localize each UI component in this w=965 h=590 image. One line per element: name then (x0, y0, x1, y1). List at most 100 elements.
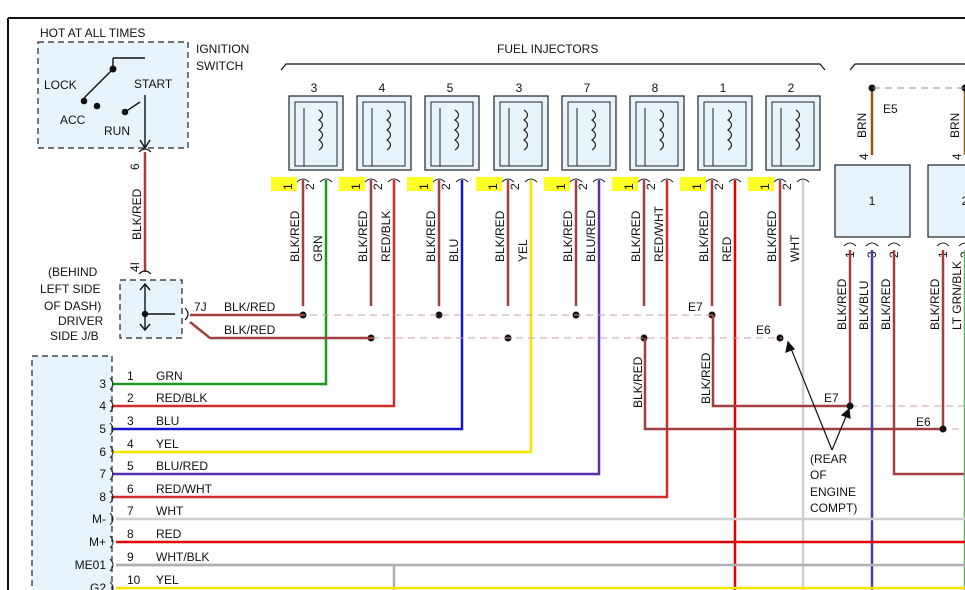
pin-highlight (748, 177, 774, 191)
component-box (834, 164, 911, 238)
pin-2-label: 2 (644, 183, 658, 190)
wire-e7-label: BLK/RED (699, 352, 713, 404)
ecm-terminal: 5 (99, 422, 106, 436)
ignition-switch-contacts (80, 57, 151, 150)
ecm-pin: 10 (127, 573, 141, 587)
ecm-pin-arc (109, 512, 114, 526)
ecm-terminal: M+ (89, 535, 106, 549)
right-components: BRN411BLK/RED3BLK/BLU2BLK/REDBRN421BLK/R… (834, 84, 965, 590)
injector-body (629, 95, 685, 171)
pin-arc (958, 242, 965, 247)
injector-number: 4 (379, 81, 386, 95)
wire-label-2: BLU/RED (584, 210, 598, 262)
pin-wire-label: BLK/RED (928, 278, 942, 330)
ecm-wire-label: RED/WHT (156, 482, 213, 496)
acc-label: ACC (60, 113, 86, 127)
wire-label-2: RED/BLK (379, 211, 393, 262)
injector-inner (703, 101, 747, 167)
e7-label-right: E7 (824, 391, 839, 405)
ecm-terminal: 3 (99, 377, 106, 391)
behind-label-5: SIDE J/B (50, 329, 99, 343)
component-number: 1 (869, 194, 876, 208)
injector-number: 7 (584, 81, 591, 95)
pin-2-label: 2 (371, 183, 385, 190)
pin-2-label: 2 (576, 183, 590, 190)
driver-jb-box (119, 279, 183, 339)
pin-arc (843, 242, 857, 247)
rear-label-2: OF (810, 468, 827, 482)
top-wire-label: BRN (855, 113, 869, 138)
ecm-pin: 4 (127, 437, 134, 451)
injector-inner (567, 101, 611, 167)
ecm-wire-label: BLU/RED (156, 459, 208, 473)
behind-label-2: LEFT SIDE (40, 282, 100, 296)
pin-highlight (680, 177, 706, 191)
behind-label-1: (BEHIND (48, 265, 98, 279)
ecm-pin: 1 (127, 369, 134, 383)
bus-e6-label: BLK/RED (224, 323, 276, 337)
pin-wire-label: BLK/RED (879, 278, 893, 330)
wire-signal (112, 180, 669, 499)
wire-label-1: BLK/RED (629, 210, 643, 262)
injector-number: 8 (652, 81, 659, 95)
hot-label: HOT AT ALL TIMES (40, 26, 145, 40)
ecm-terminal: M- (92, 512, 106, 526)
ecm-terminal: 4 (99, 399, 106, 413)
pin-arcs (296, 178, 333, 183)
pin-highlight (271, 177, 297, 191)
top-pin-label: 4 (950, 153, 964, 160)
pin-2-label: 2 (780, 183, 794, 190)
injector-inner (635, 101, 679, 167)
wire-signal (112, 180, 328, 386)
coil-symbol (317, 109, 324, 151)
ecm-wire-label: RED (156, 527, 182, 541)
run-label: RUN (104, 124, 130, 138)
wire-label-1: BLK/RED (288, 210, 302, 262)
start-label: START (134, 77, 173, 91)
splice-dot (435, 311, 443, 319)
injector-number: 3 (516, 81, 523, 95)
wire-label-2: YEL (516, 239, 530, 262)
ecm-wire-label: YEL (156, 437, 179, 451)
ecm-pin: 2 (127, 391, 134, 405)
rear-label-1: (REAR (810, 452, 848, 466)
pin-arcs (432, 178, 469, 183)
bus-e7-label: BLK/RED (224, 300, 276, 314)
top-pin-label: 4 (857, 153, 871, 160)
pin-arcs (364, 178, 401, 183)
pin-wire (892, 250, 965, 476)
pin-arcs (501, 178, 538, 183)
injector-body (765, 95, 821, 171)
splice-dot (868, 84, 876, 92)
e6-label-right: E6 (916, 415, 931, 429)
pin-arcs (637, 178, 674, 183)
component-box (927, 164, 965, 238)
pin-arcs (569, 178, 606, 183)
ecm-terminal: 8 (99, 490, 106, 504)
wire-label-2: RED (720, 236, 734, 262)
pin-wire-label: BLK/RED (835, 278, 849, 330)
pin-wire-label: LT GRN/BLK (950, 261, 964, 330)
injector-bracket (280, 63, 826, 71)
component-number: 2 (962, 194, 965, 208)
ecm-pin-arc (109, 535, 114, 549)
injector-inner (362, 101, 406, 167)
e5-label: E5 (883, 102, 898, 116)
wire-signal (112, 180, 601, 476)
coil-symbol (658, 109, 665, 151)
e6-label-top: E6 (756, 323, 771, 337)
ecm-wire-label: WHT (156, 504, 184, 518)
ecm-terminal: 7 (99, 467, 106, 481)
